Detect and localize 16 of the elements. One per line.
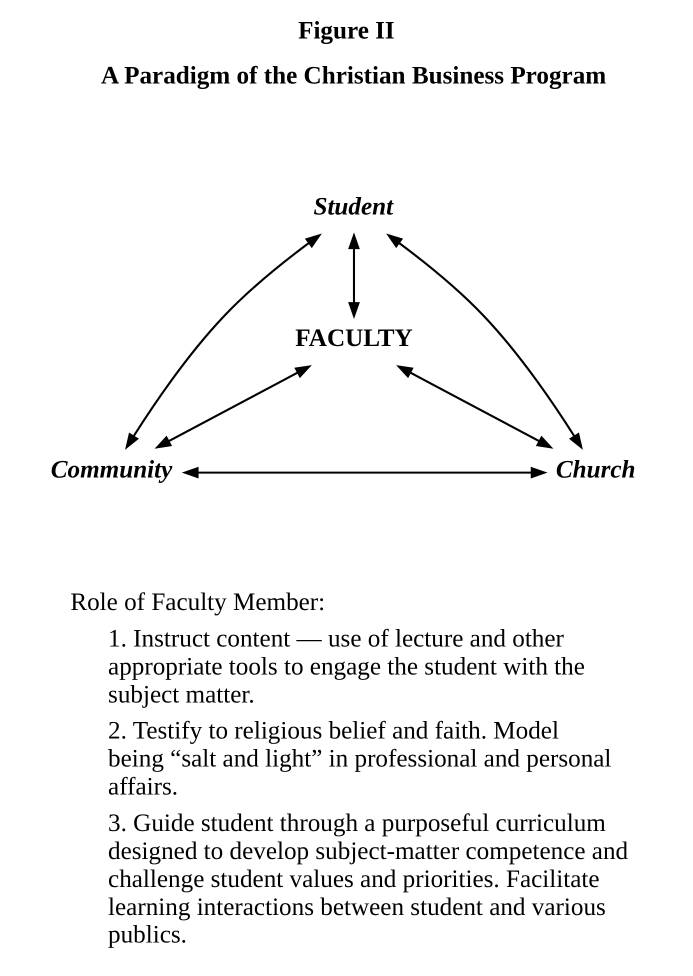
- arrow: [124, 233, 322, 450]
- arrow: [396, 365, 553, 449]
- node-text: Church: [555, 456, 636, 484]
- node-text: Student: [312, 194, 393, 221]
- arrow: [348, 232, 360, 319]
- label: A Paradigm of the Christian Business Program: [100, 62, 606, 90]
- arrow: [386, 233, 582, 450]
- arrow: [154, 365, 312, 449]
- label: 2. Testify to religious belief and faith. Model being “salt and light” in professional and personal affairs.: [108, 718, 611, 801]
- label: Role of Faculty Member:: [70, 589, 325, 616]
- arrow: [181, 466, 548, 478]
- node-text: FACULTY: [294, 325, 412, 352]
- diagram-title: Figure II: [298, 18, 394, 45]
- label: 3. Guide student through a purposeful curriculum designed to develop subject-matter competence and challenge student values and priorities. Facilitate learning interactions between student and various publics.: [108, 810, 628, 949]
- node-text: Community: [50, 456, 172, 484]
- label: 1. Instruct content — use of lecture and other appropriate tools to engage the student with the subject matter.: [108, 625, 584, 708]
